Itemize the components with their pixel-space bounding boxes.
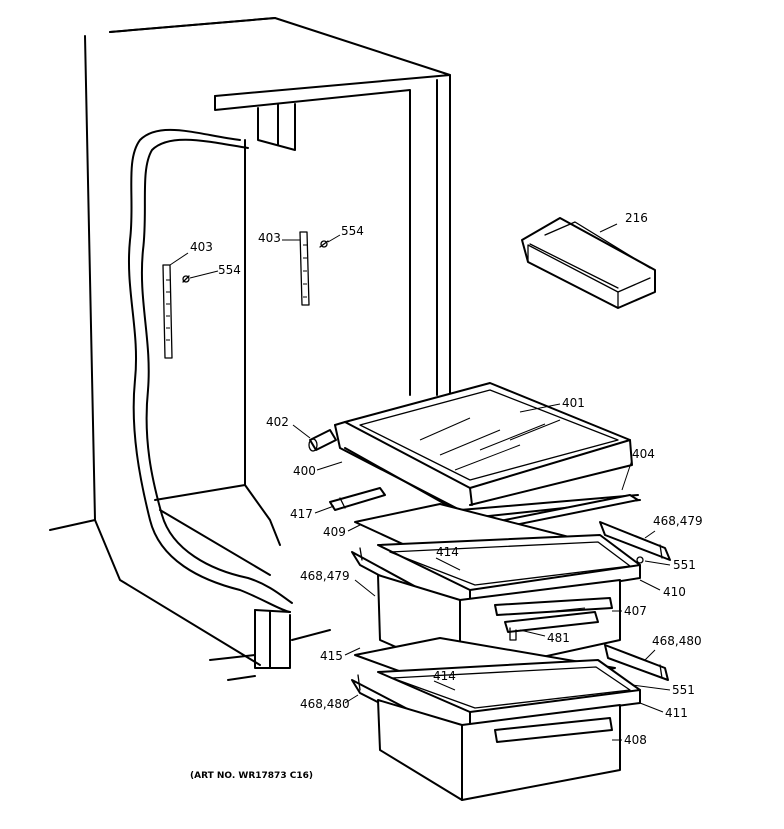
bin-216 (521, 217, 656, 309)
label-468-480-right: 468,480 (652, 634, 702, 648)
label-468-479-left: 468,479 (300, 569, 350, 583)
shelf-rail-right (299, 231, 310, 306)
door-gasket (127, 128, 293, 613)
screw-551-upper (636, 556, 644, 564)
label-551-upper: 551 (673, 558, 696, 572)
label-403-right: 403 (258, 231, 281, 245)
rail-468-479-right (599, 521, 671, 561)
frame-410 (377, 534, 641, 606)
leader-lines (169, 223, 671, 741)
label-216: 216 (625, 211, 648, 225)
label-411: 411 (665, 706, 688, 720)
label-404: 404 (632, 447, 655, 461)
label-410: 410 (663, 585, 686, 599)
cabinet-body (49, 17, 451, 681)
label-401: 401 (562, 396, 585, 410)
label-481: 481 (547, 631, 570, 645)
label-409: 409 (323, 525, 346, 539)
part-labels: 216 403 554 403 554 401 402 400 404 417 … (190, 211, 703, 747)
label-408: 408 (624, 733, 647, 747)
pan-408 (377, 699, 621, 801)
label-468-479-right: 468,479 (653, 514, 703, 528)
label-554-left: 554 (218, 263, 241, 277)
label-407: 407 (624, 604, 647, 618)
screw-554-right (319, 240, 329, 248)
label-554-right: 554 (341, 224, 364, 238)
label-551-lower: 551 (672, 683, 695, 697)
label-402: 402 (266, 415, 289, 429)
label-403-left: 403 (190, 240, 213, 254)
screw-554-left (182, 275, 190, 283)
label-414-upper: 414 (436, 545, 459, 559)
label-414-lower: 414 (433, 669, 456, 683)
label-417: 417 (290, 507, 313, 521)
shelf-rail-left (162, 264, 173, 359)
rail-468-480-right (604, 644, 669, 681)
label-468-480-left: 468,480 (300, 697, 350, 711)
bracket-417 (329, 487, 386, 511)
art-number: (ART NO. WR17873 C16) (190, 771, 313, 781)
label-415: 415 (320, 649, 343, 663)
label-400: 400 (293, 464, 316, 478)
roller-402 (308, 429, 337, 452)
